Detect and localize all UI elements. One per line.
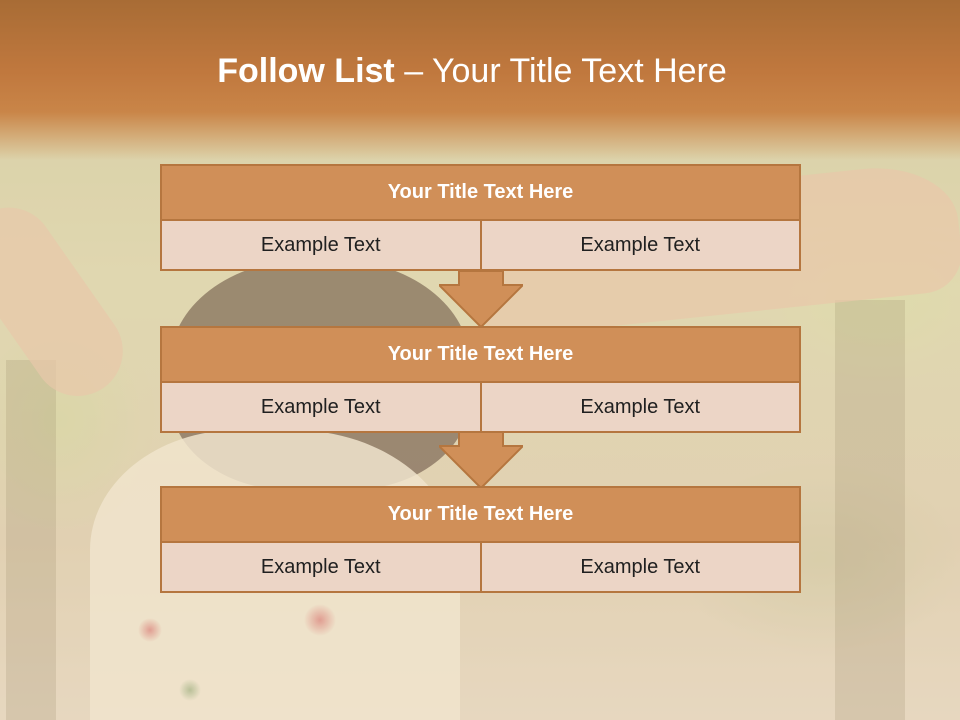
step-cell-right: Example Text <box>481 543 801 593</box>
step-box-1: Your Title Text Here Example Text Exampl… <box>160 164 801 271</box>
step-cell-left: Example Text <box>160 543 482 593</box>
step-cell-left: Example Text <box>160 221 482 271</box>
slide-title: Follow List – Your Title Text Here <box>0 52 944 91</box>
step-box-2: Your Title Text Here Example Text Exampl… <box>160 326 801 433</box>
step-cell-left: Example Text <box>160 383 482 433</box>
step-box-3: Your Title Text Here Example Text Exampl… <box>160 486 801 593</box>
step-title: Your Title Text Here <box>160 164 801 221</box>
step-row: Example Text Example Text <box>160 543 801 593</box>
step-cell-right: Example Text <box>481 221 801 271</box>
slide-title-bold: Follow List <box>217 52 395 90</box>
down-arrow-icon <box>439 271 523 327</box>
step-cell-right: Example Text <box>481 383 801 433</box>
step-title: Your Title Text Here <box>160 486 801 543</box>
down-arrow-icon <box>439 432 523 488</box>
background-figure-arm <box>0 190 141 414</box>
step-title: Your Title Text Here <box>160 326 801 383</box>
header-band <box>0 0 960 160</box>
background-tree-trunk <box>6 360 56 720</box>
step-row: Example Text Example Text <box>160 383 801 433</box>
step-row: Example Text Example Text <box>160 221 801 271</box>
slide-title-rest: – Your Title Text Here <box>394 52 727 90</box>
background-tree-trunk <box>835 300 905 720</box>
